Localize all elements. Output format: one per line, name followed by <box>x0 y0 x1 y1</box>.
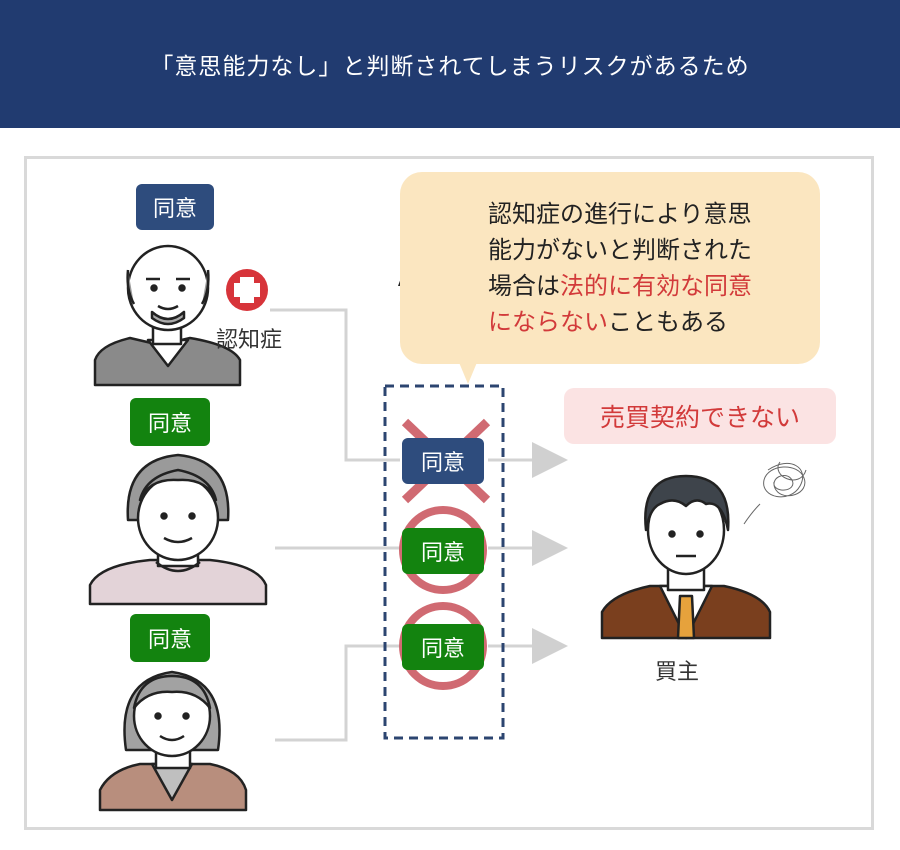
page-header: 「意思能力なし」と判断されてしまうリスクがあるため <box>0 0 900 128</box>
elder-man-bald-icon <box>93 244 242 387</box>
explanation-line-4-plain: こともある <box>608 308 728 336</box>
explanation-bubble <box>400 172 820 364</box>
consent-badge-elder-2: 同意 <box>130 398 210 446</box>
consent-valid-text: 同意 <box>420 637 465 662</box>
explanation-line-3: 場合は法的に有効な同意 <box>488 268 808 304</box>
explanation-line-4: にならないこともある <box>488 304 808 340</box>
explanation-line-1: 認知症の進行により意思 <box>488 200 752 228</box>
page-title: 「意思能力なし」と判断されてしまうリスクがあるため <box>150 54 750 80</box>
consent-badge-text: 同意 <box>147 412 192 437</box>
dementia-label-text: 認知症 <box>216 328 283 353</box>
explanation-line-2: 能力がないと判断された <box>488 236 752 264</box>
explanation-text: 認知症の進行により意思 能力がないと判断された 場合は法的に有効な同意 にならな… <box>488 196 808 340</box>
dementia-label: 認知症 <box>216 322 282 354</box>
connector-elder-3 <box>275 644 400 742</box>
connector-lines <box>270 308 568 742</box>
explanation-line-3-red: 法的に有効な同意 <box>560 272 752 300</box>
explanation-line-3-plain: 場合は <box>488 272 560 300</box>
consent-badge-elder-1: 同意 <box>136 184 214 230</box>
consent-badge-text: 同意 <box>152 197 197 222</box>
connector-elder-1 <box>270 308 400 462</box>
elder-woman-icon <box>98 670 248 812</box>
consent-valid: 同意 <box>402 624 484 670</box>
bubble-tail <box>458 360 478 384</box>
result-text: 売買契約できない <box>599 403 800 432</box>
explanation-line-4-red: にならない <box>488 308 608 336</box>
consent-invalid: 同意 <box>402 438 484 484</box>
consent-invalid-text: 同意 <box>420 451 465 476</box>
scribble-thought-icon <box>743 461 807 525</box>
consent-valid-text: 同意 <box>420 541 465 566</box>
medical-cross-icon <box>226 269 268 311</box>
buyer-label-text: 買主 <box>655 660 700 685</box>
elder-man-grey-hair-icon <box>88 453 268 606</box>
result-badge: 売買契約できない <box>564 388 836 444</box>
buyer-businessman-icon <box>600 474 772 640</box>
buyer-label: 買主 <box>655 654 699 686</box>
consent-badge-elder-3: 同意 <box>130 614 210 662</box>
consent-badge-text: 同意 <box>147 628 192 653</box>
consent-valid: 同意 <box>402 528 484 574</box>
consent-box <box>383 384 505 740</box>
